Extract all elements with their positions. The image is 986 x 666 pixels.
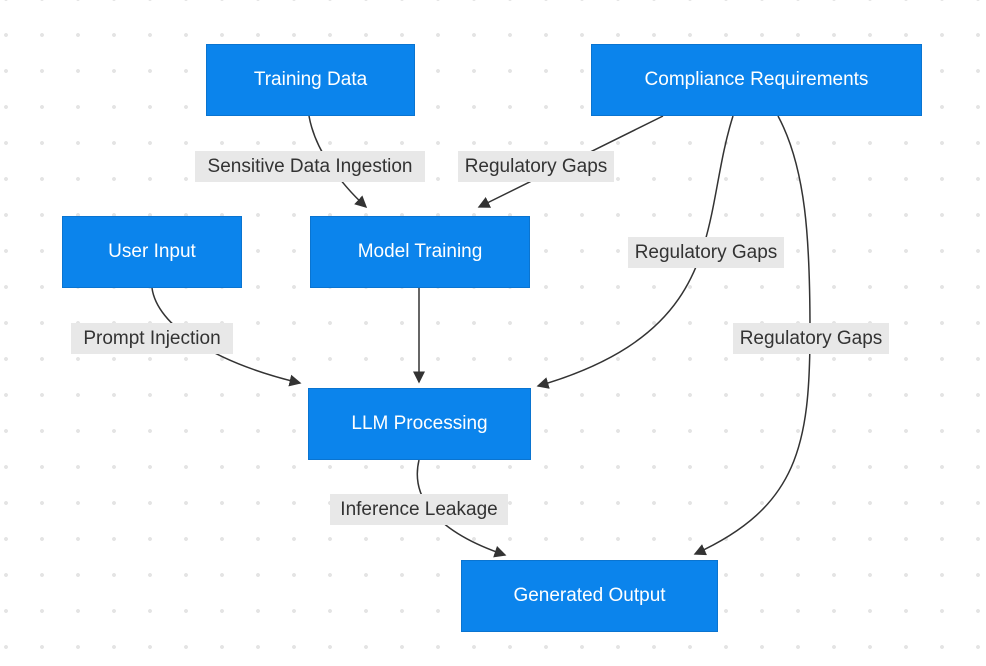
node-llm-processing[interactable]: LLM Processing <box>308 388 531 460</box>
edge-label-text: Regulatory Gaps <box>464 155 608 177</box>
edge-label-prompt-injection: Prompt Injection <box>71 323 233 354</box>
node-generated-output[interactable]: Generated Output <box>461 560 718 632</box>
node-label: Model Training <box>357 241 483 262</box>
edge-label-text: Inference Leakage <box>340 498 498 520</box>
edge-label-regulatory-gaps-model: Regulatory Gaps <box>458 151 614 182</box>
node-model-training[interactable]: Model Training <box>310 216 530 288</box>
node-label: Training Data <box>253 69 368 90</box>
edge-label-inference-leakage: Inference Leakage <box>330 494 508 525</box>
node-label: LLM Processing <box>351 413 488 434</box>
edge-label-regulatory-gaps-llm: Regulatory Gaps <box>628 237 784 268</box>
edge-label-sensitive-data-ingestion: Sensitive Data Ingestion <box>195 151 425 182</box>
edge-label-text: Regulatory Gaps <box>739 327 883 349</box>
edge-label-text: Prompt Injection <box>83 327 221 349</box>
node-label: Generated Output <box>513 585 666 606</box>
node-label: User Input <box>108 241 196 262</box>
edge-label-regulatory-gaps-output: Regulatory Gaps <box>733 323 889 354</box>
node-training-data[interactable]: Training Data <box>206 44 415 116</box>
edge-label-text: Regulatory Gaps <box>634 241 778 263</box>
edge-label-text: Sensitive Data Ingestion <box>207 155 413 177</box>
node-compliance-requirements[interactable]: Compliance Requirements <box>591 44 922 116</box>
node-label: Compliance Requirements <box>644 69 869 90</box>
node-user-input[interactable]: User Input <box>62 216 242 288</box>
edge-compliance-to-llm <box>536 115 734 389</box>
